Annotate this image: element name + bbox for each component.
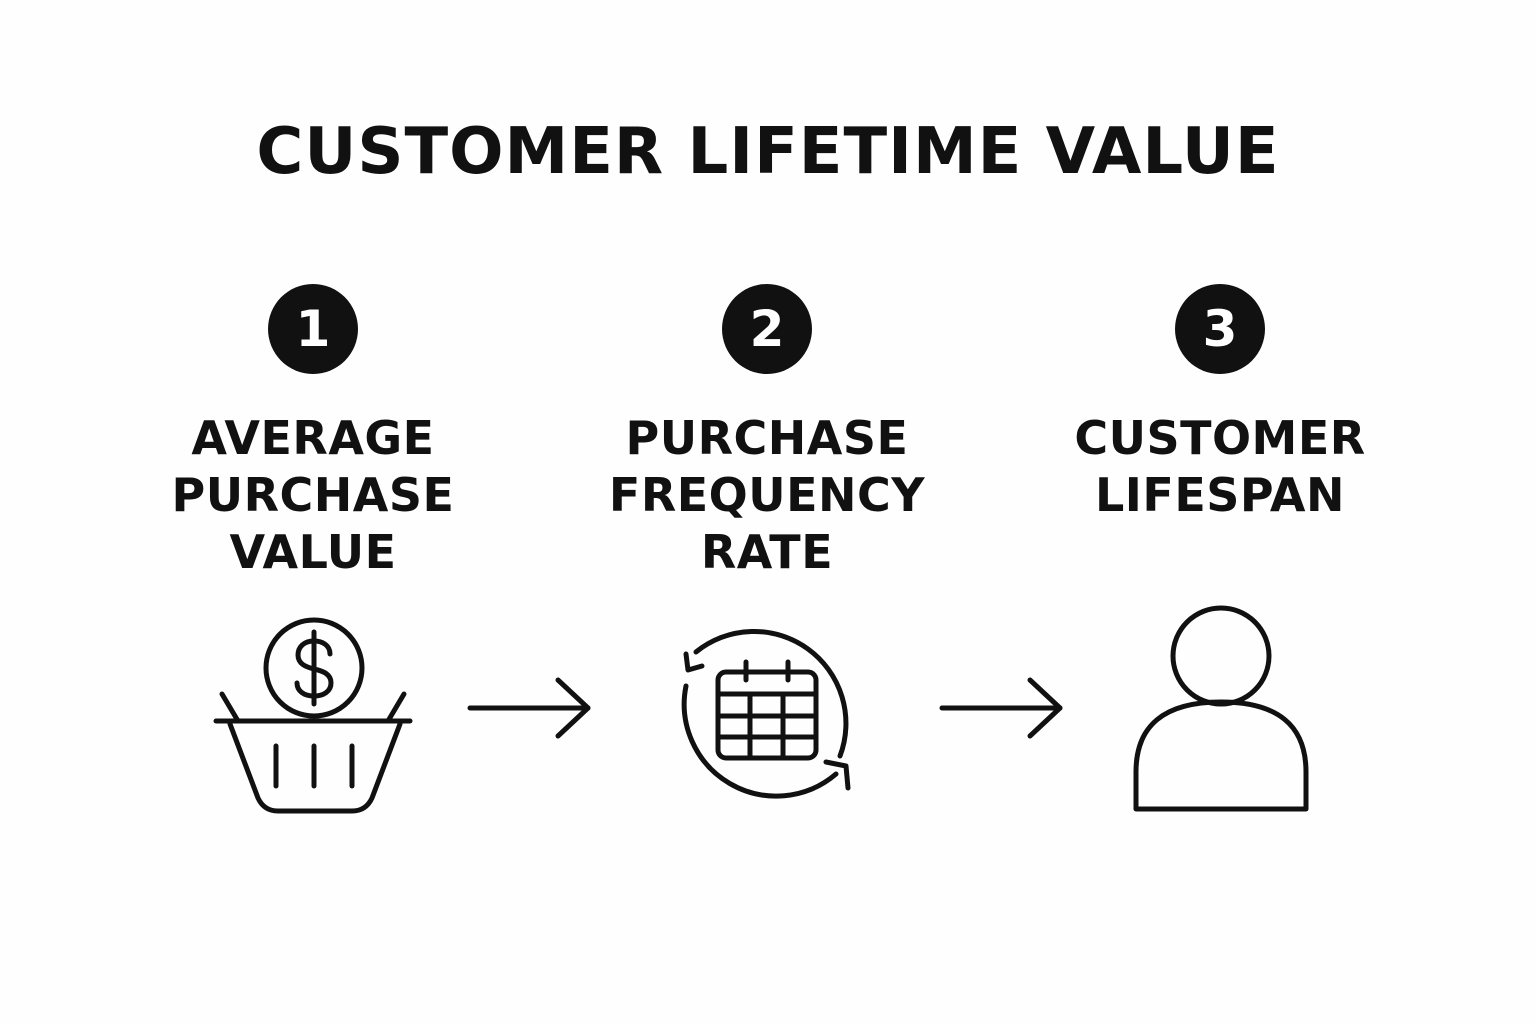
step-number-badge: 1 [268,284,358,374]
person-icon [1128,604,1314,816]
step-number-badge: 3 [1175,284,1265,374]
step-label: PURCHASE FREQUENCY RATE [609,410,925,581]
step-label-line: PURCHASE [171,468,455,522]
arrow-right-icon [938,676,1068,744]
arrow-right-icon [466,676,596,744]
step-label: AVERAGE PURCHASE VALUE [172,410,455,581]
step-label-line: FREQUENCY [608,468,926,522]
step-label-line: CUSTOMER [1074,411,1366,465]
step-label: CUSTOMER LIFESPAN [1074,410,1365,524]
step-label-line: LIFESPAN [1095,468,1345,522]
diagram-title: CUSTOMER LIFETIME VALUE [256,115,1280,189]
step-label-line: AVERAGE [191,411,435,465]
basket-dollar-icon [200,610,430,830]
step-customer-lifespan: 3 CUSTOMER LIFESPAN [1010,284,1430,524]
step-number-badge: 2 [722,284,812,374]
step-average-purchase-value: 1 AVERAGE PURCHASE VALUE [103,284,523,581]
step-label-line: VALUE [229,525,397,579]
calendar-cycle-icon [666,616,866,816]
step-purchase-frequency-rate: 2 PURCHASE FREQUENCY RATE [557,284,977,581]
step-label-line: PURCHASE [625,411,909,465]
step-label-line: RATE [700,525,834,579]
